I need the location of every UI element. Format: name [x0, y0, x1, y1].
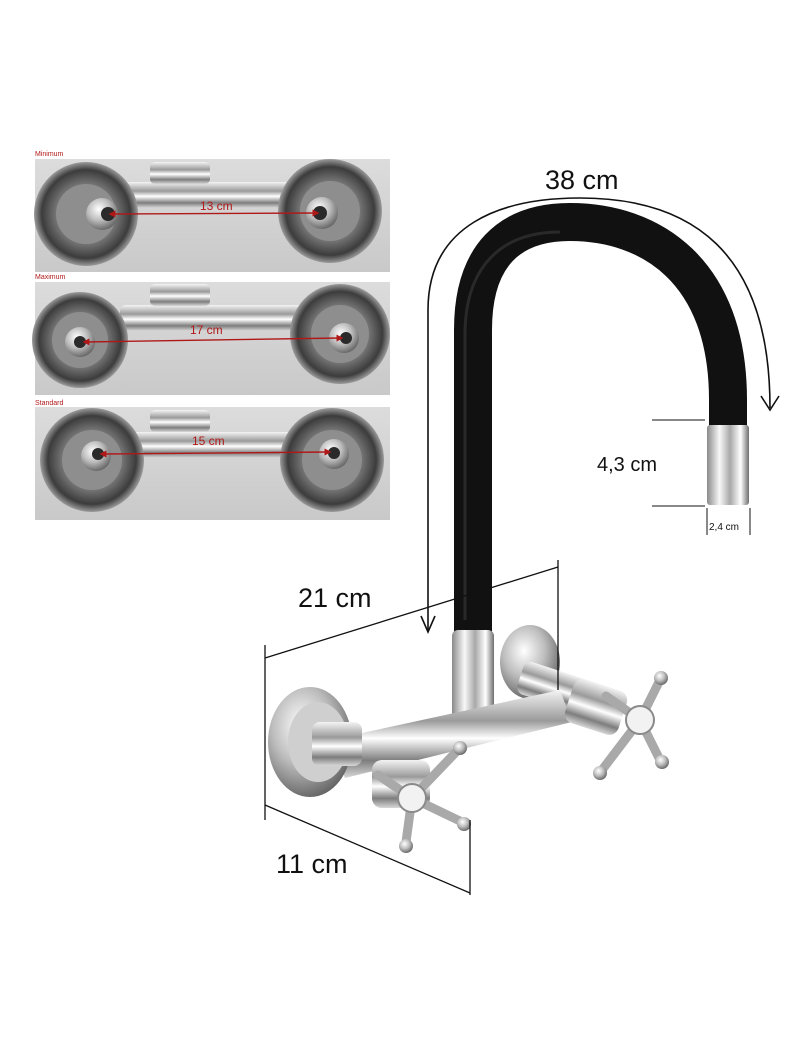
aerator-height-label: 4,3 cm	[597, 454, 657, 476]
panel-title: Maximum	[35, 274, 66, 281]
dimension-wall-depth: 11 cm	[264, 665, 471, 895]
panel-standard: Standard 15 cm	[35, 400, 390, 520]
aerator	[707, 425, 749, 505]
wall-depth-label: 11 cm	[276, 849, 348, 879]
dimension-body-width: 21 cm	[264, 560, 559, 690]
faucet	[268, 202, 749, 853]
flexible-hose	[454, 202, 747, 632]
panel-minimum: Minimum 13 cm	[34, 151, 390, 272]
distance-label: 13 cm	[200, 199, 233, 213]
panel-title: Standard	[35, 400, 64, 407]
spout-length-label: 38 cm	[545, 165, 619, 195]
cold-tap-handle-icon	[564, 671, 669, 780]
distance-label: 17 cm	[190, 323, 223, 337]
dimension-aerator-height: 4,3 cm	[597, 419, 705, 507]
dimension-aerator-width: 2,4 cm	[706, 508, 751, 535]
aerator-width-label: 2,4 cm	[709, 522, 739, 533]
hot-tap-handle-icon	[372, 741, 471, 853]
panel-title: Minimum	[35, 151, 64, 158]
dimension-spout-arc: 38 cm	[420, 165, 780, 634]
body-width-label: 21 cm	[298, 583, 372, 613]
distance-label: 15 cm	[192, 434, 225, 448]
panel-maximum: Maximum 17 cm	[32, 274, 390, 395]
